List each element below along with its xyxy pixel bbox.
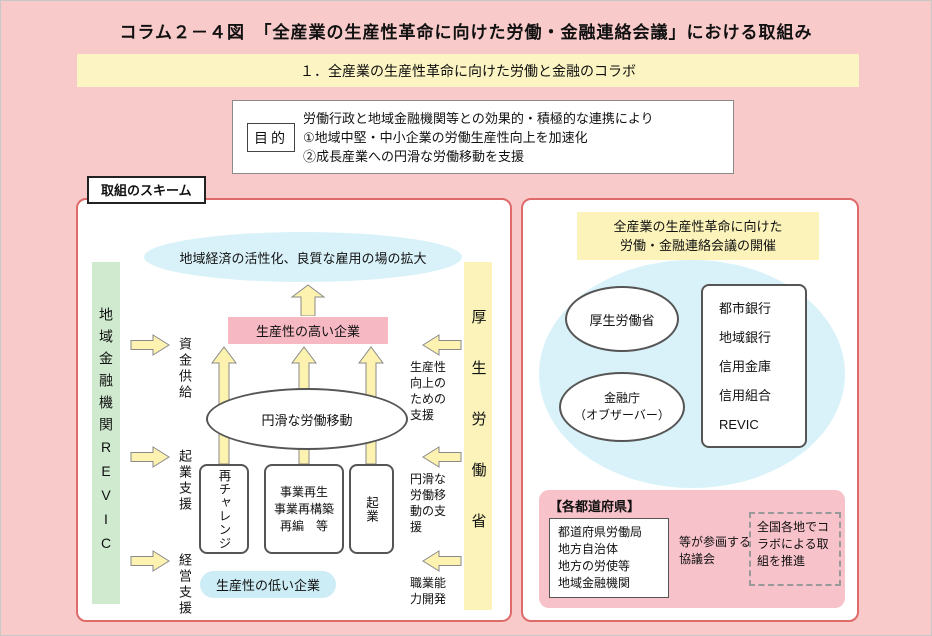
conference-panel: 全産業の生産性革命に向けた 労働・金融連絡会議の開催 厚生労働省 金融庁 （オブ… xyxy=(521,198,859,622)
up-arrow-icon xyxy=(290,284,326,316)
process-box-label: 再チャレンジ xyxy=(216,468,231,550)
mobility-ellipse: 円滑な労働移動 xyxy=(206,388,408,450)
process-box-label: 起業 xyxy=(364,495,378,523)
process-box-rechallenge: 再チャレンジ xyxy=(199,464,249,554)
left-arrow-icon xyxy=(422,446,462,468)
regional-finance-label: 地域金融機関REVIC xyxy=(98,307,114,559)
finance-members-box: 都市銀行 地域銀行 信用金庫 信用組合 REVIC xyxy=(701,284,807,448)
prefecture-box: 【各都道府県】 都道府県労働局 地方自治体 地方の労使等 地域金融機関 等が参画… xyxy=(539,490,845,608)
mhlw-bar-label: 厚生労働省 xyxy=(469,308,487,564)
prefecture-participate-label: 等が参画する協議会 xyxy=(679,535,752,566)
scheme-panel: 地域金融機関REVIC 厚生労働省 地域経済の活性化、良質な雇用の場の拡大 生産… xyxy=(76,198,512,622)
process-box-restructuring: 事業再生 事業再構築 再編 等 xyxy=(264,464,344,554)
right-arrow-icon xyxy=(130,334,170,356)
section-banner: １．全産業の生産性革命に向けた労働と金融のコラボ xyxy=(77,54,859,87)
flow-label-skill-development: 職業能力開発 xyxy=(410,576,447,606)
left-arrow-icon xyxy=(422,334,462,356)
flow-label-funding: 資金供給 xyxy=(177,337,192,401)
conference-header: 全産業の生産性革命に向けた 労働・金融連絡会議の開催 xyxy=(577,212,819,260)
flow-label-productivity-support: 生産性向上のための支援 xyxy=(410,360,447,422)
figure-title: コラム２－４図 「全産業の生産性革命に向けた労働・金融連絡会議」における取組み xyxy=(119,23,813,42)
right-arrow-icon xyxy=(130,446,170,468)
purpose-label: 目的 xyxy=(247,123,295,152)
right-arrow-icon xyxy=(130,550,170,572)
high-productivity-box: 生産性の高い企業 xyxy=(228,317,388,344)
prefecture-header: 【各都道府県】 xyxy=(549,499,641,514)
scheme-tag: 取組のスキーム xyxy=(87,176,206,204)
prefecture-members-box: 都道府県労働局 地方自治体 地方の労使等 地域金融機関 xyxy=(549,518,669,598)
flow-label-mobility-support: 円滑な労働移動の支援 xyxy=(410,472,447,534)
mhlw-bar: 厚生労働省 xyxy=(464,262,492,610)
goal-ellipse: 地域経済の活性化、良質な雇用の場の拡大 xyxy=(144,232,462,282)
process-box-startup: 起業 xyxy=(349,464,394,554)
fsa-ellipse: 金融庁 （オブザーバー） xyxy=(559,372,685,442)
low-productivity-box: 生産性の低い企業 xyxy=(200,571,336,598)
regional-finance-bar: 地域金融機関REVIC xyxy=(92,262,120,604)
left-arrow-icon xyxy=(422,550,462,572)
flow-label-startup-support: 起業支援 xyxy=(177,449,192,513)
nationwide-note-box: 全国各地でコラボによる取組を推進 xyxy=(749,512,841,586)
mhlw-ellipse: 厚生労働省 xyxy=(565,286,679,352)
flow-label-management-support: 経営支援 xyxy=(177,553,192,617)
purpose-box: 目的 労働行政と地域金融機関等との効果的・積極的な連携により ①地域中堅・中小企… xyxy=(232,100,734,174)
purpose-text: 労働行政と地域金融機関等との効果的・積極的な連携により ①地域中堅・中小企業の労… xyxy=(303,111,654,164)
